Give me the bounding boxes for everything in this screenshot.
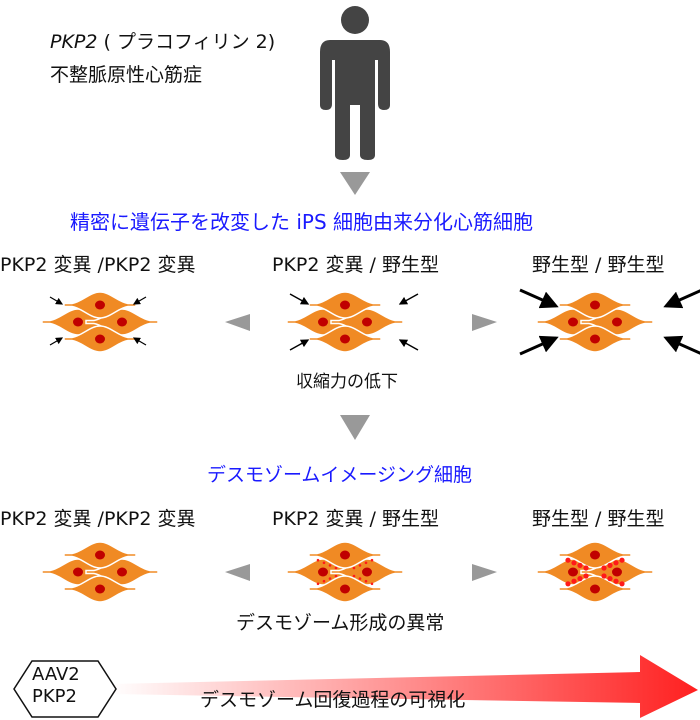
cardiomyocyte-cluster [286,291,404,353]
aav2-hexagon [13,660,117,718]
desmosome-dot [571,560,577,566]
desmosome-dot [619,581,625,587]
desmosome-dot [370,582,374,586]
left-triangle-icon [225,564,250,581]
genotype-label: PKP2 変異 / 野生型 [272,508,439,530]
desmosome-dot [613,560,619,566]
section2-caption: デスモゾーム形成の異常 [236,612,445,634]
genotype-label: PKP2 変異 / 野生型 [272,254,439,276]
person-icon [320,6,390,160]
desmosome-dot [334,566,338,570]
desmosome-dot [370,558,374,562]
force-arrows-strong [519,288,700,356]
hexagon-label-aav2: AAV2 [32,664,80,685]
desmosome-dot [565,557,571,563]
down-triangle-icon [340,415,370,440]
cardiomyocyte-cluster [536,291,654,353]
cardiomyocyte-cluster [41,291,159,353]
desmosome-dot [334,574,338,578]
desmosome-dot [577,562,583,569]
cardiomyocyte-cluster [41,541,159,603]
genotype-label: PKP2 変異 /PKP2 変異 [0,254,196,276]
desmosome-dot [328,564,332,567]
section1-caption: 収縮力の低下 [296,372,398,392]
force-arrows-medium [289,293,419,351]
desmosome-dot [316,558,320,562]
genotype-label: 野生型 / 野生型 [532,508,665,530]
right-triangle-icon [472,564,497,581]
genotype-label: 野生型 / 野生型 [532,254,665,276]
desmosome-dot [358,564,362,567]
disease-name: 不整脈原性心筋症 [50,64,203,86]
gene-name: PKP2 ( プラコフィリン 2) [50,31,276,53]
right-triangle-icon [472,314,497,331]
desmosome-dot [328,577,332,580]
desmosome-dot [358,577,362,580]
desmosome-dot [352,574,356,578]
cardiomyocyte-cluster [286,541,404,603]
desmosome-dot [352,566,356,570]
desmosome-dot [322,579,326,583]
genotype-label: PKP2 変異 /PKP2 変異 [0,508,196,530]
desmosome-dot [607,576,613,582]
section1-title: 精密に遺伝子を改変した iPS 細胞由来分化心筋細胞 [70,210,534,234]
desmosome-dot [364,561,368,565]
desmosome-dot [571,578,577,584]
force-arrows-weak [49,296,147,346]
arrow-label: デスモゾーム回復過程の可視化 [200,689,466,711]
desmosome-dot [607,562,613,569]
desmosome-dot [601,573,607,579]
desmosome-dot [364,579,368,583]
desmosome-dot [565,581,571,587]
desmosome-dot [583,573,589,579]
desmosome-dot [619,557,625,563]
down-triangle-icon [340,172,370,195]
desmosome-dot [583,565,589,571]
red-arrow [110,655,698,718]
cardiomyocyte-cluster [536,541,654,603]
section2-title: デスモゾームイメージング細胞 [207,464,473,486]
hexagon-label-pkp2: PKP2 [32,686,77,707]
desmosome-dot [316,582,320,586]
left-triangle-icon [225,314,250,331]
desmosome-dot [322,561,326,565]
desmosome-dot [601,565,607,571]
desmosome-dot [577,576,583,582]
desmosome-dot [613,578,619,584]
